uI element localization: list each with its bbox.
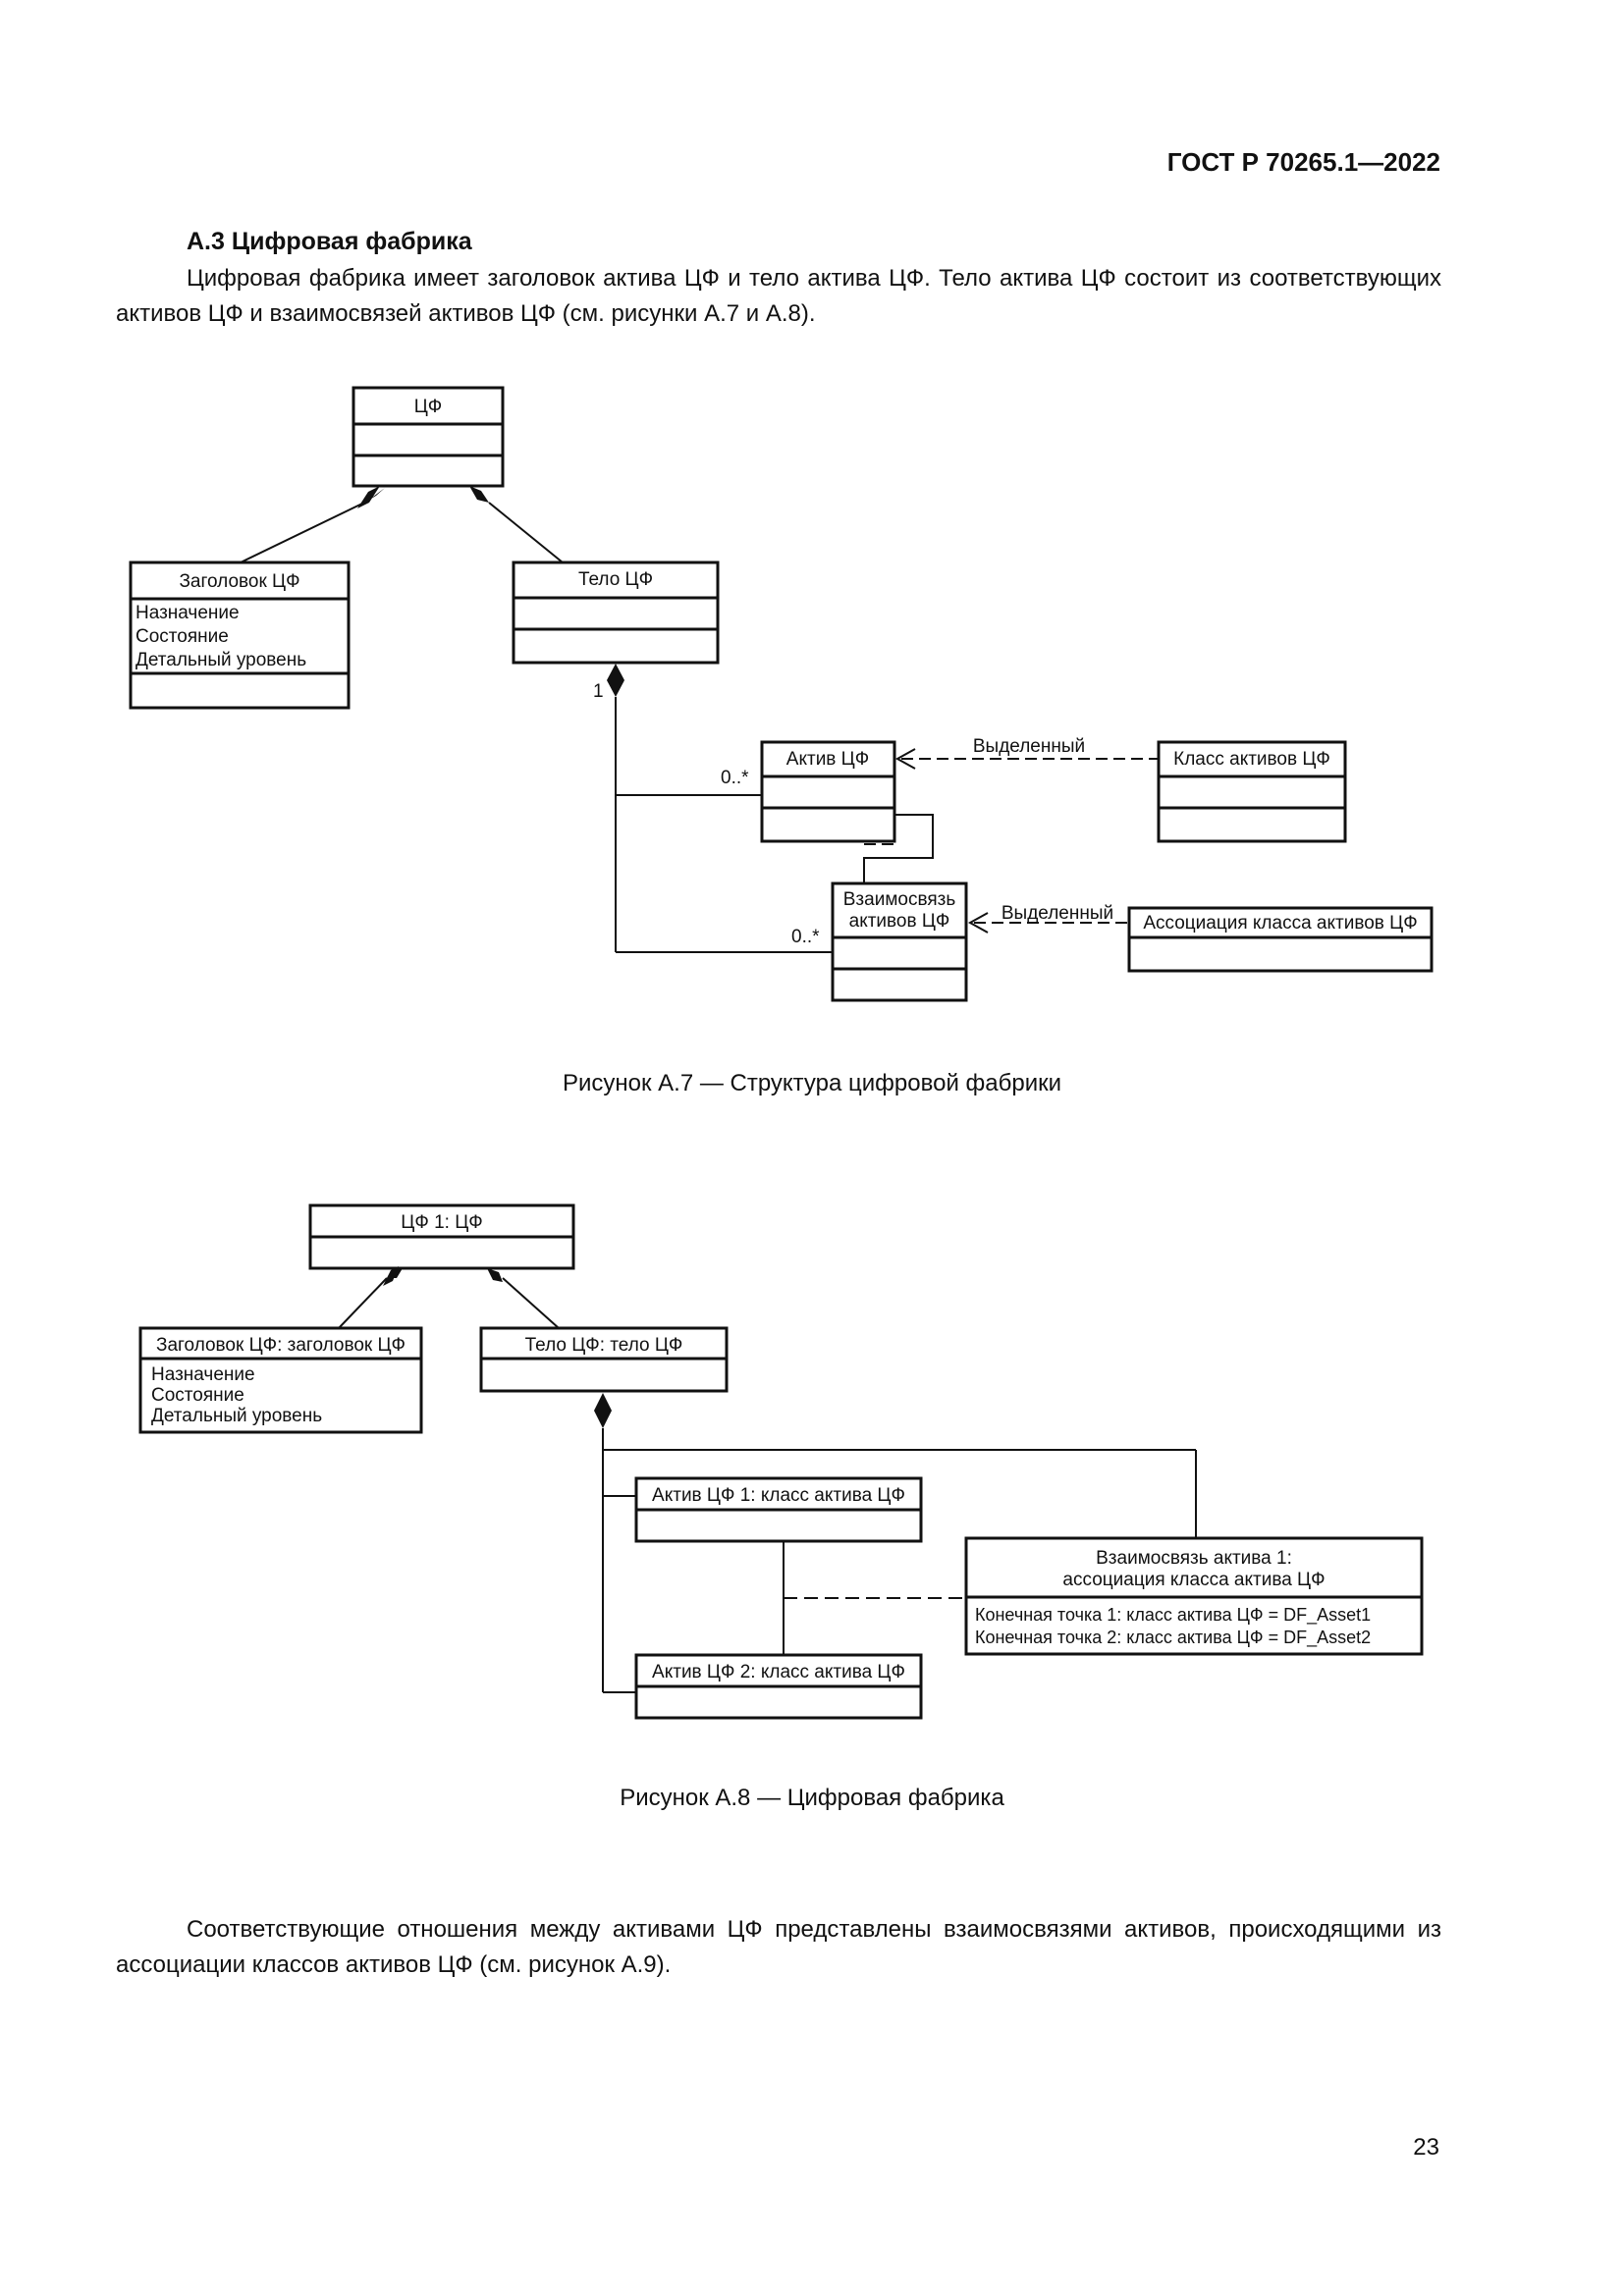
closing-paragraph: Соответствующие отношения между активами… [116, 1912, 1441, 1983]
header-attr-2: Состояние [135, 626, 229, 647]
instance-diamond-right [487, 1268, 503, 1282]
figure-a8-diagram: ЦФ 1: ЦФ Заголовок ЦФ: заголовок ЦФ Назн… [138, 1203, 1424, 1720]
page-number: 23 [1413, 2134, 1439, 2161]
intro-paragraph: Цифровая фабрика имеет заголовок актива … [116, 261, 1441, 332]
body-class-box [512, 561, 720, 665]
relation-instance-label-2: ассоциация класса актива ЦФ [1062, 1570, 1325, 1590]
relation-instance-label-1: Взаимосвязь актива 1: [1096, 1548, 1292, 1569]
asset-box [760, 740, 896, 843]
closing-text: Соответствующие отношения между активами… [116, 1916, 1441, 1978]
endpoint-1: Конечная точка 1: класс актива ЦФ = DF_A… [975, 1605, 1371, 1626]
dependency-label-2: Выделенный [1001, 903, 1113, 924]
association-label: Ассоциация класса активов ЦФ [1143, 913, 1417, 934]
composition-diamond-right [469, 486, 489, 503]
section-title: А.3 Цифровая фабрика [187, 228, 472, 255]
relation-label-2: активов ЦФ [849, 911, 950, 932]
figure-a7-diagram: ЦФ Заголовок ЦФ Назначение Состояние Дет… [129, 386, 1434, 1002]
header-instance-attr-3: Детальный уровень [151, 1406, 322, 1426]
body-instance-label: Тело ЦФ: тело ЦФ [525, 1335, 683, 1356]
header-instance-box [138, 1326, 423, 1434]
header-attr-1: Назначение [135, 603, 240, 623]
composition-diamond-body [607, 664, 624, 697]
asset-label: Актив ЦФ [786, 749, 869, 770]
header-instance-attr-2: Состояние [151, 1385, 244, 1406]
df-instance-label: ЦФ 1: ЦФ [401, 1212, 482, 1233]
header-instance-attr-1: Назначение [151, 1364, 255, 1385]
document-header: ГОСТ Р 70265.1—2022 [1166, 147, 1440, 177]
df-box [352, 386, 505, 488]
instance-diamond-body [594, 1393, 612, 1428]
asset-class-box [1157, 740, 1347, 843]
asset1-instance-label: Актив ЦФ 1: класс актива ЦФ [652, 1485, 905, 1506]
intro-text: Цифровая фабрика имеет заголовок актива … [116, 265, 1441, 327]
header-instance-label: Заголовок ЦФ: заголовок ЦФ [156, 1335, 406, 1356]
asset2-instance-label: Актив ЦФ 2: класс актива ЦФ [652, 1662, 905, 1682]
df-label: ЦФ [414, 397, 443, 417]
multiplicity-asset: 0..* [721, 768, 749, 788]
dependency-label-1: Выделенный [973, 736, 1085, 757]
endpoint-2: Конечная точка 2: класс актива ЦФ = DF_A… [975, 1628, 1371, 1648]
multiplicity-relation: 0..* [791, 927, 820, 947]
relation-box [831, 881, 968, 1002]
asset-class-label: Класс активов ЦФ [1173, 749, 1330, 770]
figure-a7-caption: Рисунок А.7 — Структура цифровой фабрики [562, 1070, 1062, 1096]
relation-label-1: Взаимосвязь [843, 889, 956, 910]
multiplicity-one: 1 [593, 681, 604, 702]
header-class-label: Заголовок ЦФ [179, 571, 299, 592]
figure-a8-caption: Рисунок А.8 — Цифровая фабрика [620, 1785, 1004, 1811]
body-class-label: Тело ЦФ [578, 569, 653, 590]
header-class-box [129, 561, 351, 710]
header-attr-3: Детальный уровень [135, 650, 306, 670]
association-box [1127, 906, 1434, 973]
